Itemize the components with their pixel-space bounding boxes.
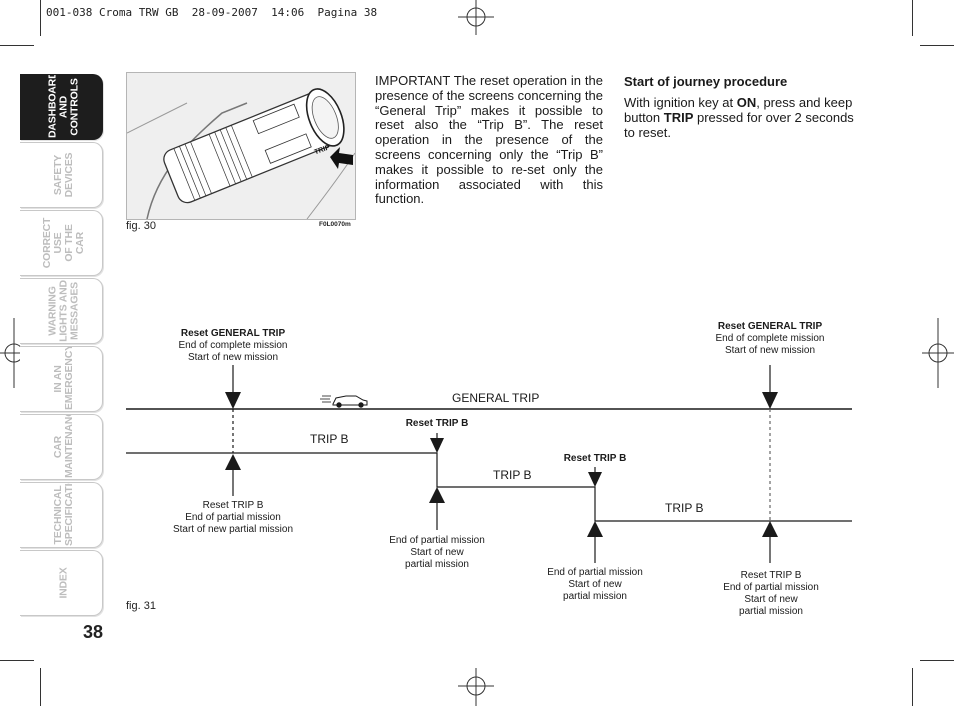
page-number: 38 [83,622,104,642]
up-arrow-icon [587,521,603,537]
print-header: 001-038 Croma TRW GB 28-09-2007 14:06 Pa… [46,6,378,19]
tab-car-maintenance[interactable]: CAR MAINTENANCE [20,414,103,480]
journey-text-1: With ignition key at [624,95,737,110]
bottom-label-4: Reset TRIP B End of partial mission Star… [723,570,819,617]
reset-trip-b-2: Reset TRIP B [563,453,627,464]
tab-correct-use[interactable]: CORRECT USE OF THE CAR [20,210,103,276]
car-icon [320,395,368,408]
reset-general-right-lines: End of complete mission Start of new mis… [715,333,825,356]
trip-b-label-1: TRIP B [310,432,349,446]
tab-index[interactable]: INDEX [20,550,103,616]
down-arrow-icon [430,438,444,453]
tab-technical-specifications[interactable]: TECHNICAL SPECIFICATIONS [20,482,103,548]
trip-b-label-2: TRIP B [493,468,532,482]
tab-in-an-emergency[interactable]: IN AN EMERGENCY [20,346,103,412]
trip-b-label-3: TRIP B [665,501,704,515]
reset-general-left-lines: End of complete mission Start of new mis… [178,340,288,363]
tab-safety-devices[interactable]: SAFETY DEVICES [20,142,103,208]
bottom-label-2: End of partial mission Start of new part… [389,535,485,570]
up-arrow-icon [429,487,445,503]
bottom-label-1: Reset TRIP B End of partial mission Star… [172,500,294,535]
press-arrow-icon [330,147,353,169]
key-on: ON [736,95,757,110]
figure-30-code: F0L0070m [319,221,351,228]
down-arrow-icon [762,392,778,409]
journey-text-3: pressed for over 2 seconds to reset. [624,109,854,140]
reset-trip-b-1: Reset TRIP B [405,418,469,429]
journey-heading: Start of journey procedure [624,74,788,89]
bottom-label-3: End of partial mission Start of new part… [547,567,643,602]
down-arrow-icon [588,472,602,487]
figure-31-caption: fig. 31 [126,600,156,612]
tab-dashboard-and-controls[interactable]: DASHBOARD AND CONTROLS [20,74,103,140]
down-arrow-icon [225,392,241,409]
up-arrow-icon [762,521,778,537]
general-trip-label: GENERAL TRIP [452,391,540,405]
figure-30-caption: fig. 30 [126,220,156,232]
stalk-drawing: TRIP [127,88,355,219]
journey-text-2: , press and keep button [624,95,853,125]
key-trip: TRIP [663,109,694,125]
figure-30-illustration: TRIP [126,72,356,220]
up-arrow-icon [225,454,241,470]
important-note: IMPORTANT The reset operation in the pre… [375,73,603,207]
reset-general-left-title: Reset GENERAL TRIP [180,328,286,339]
journey-text: With ignition key at ON, press and keep … [624,95,854,140]
tab-warning-lights[interactable]: WARNING LIGHTS AND MESSAGES [20,278,103,344]
reset-general-right-title: Reset GENERAL TRIP [717,321,823,332]
trip-b-step-line [126,452,852,522]
